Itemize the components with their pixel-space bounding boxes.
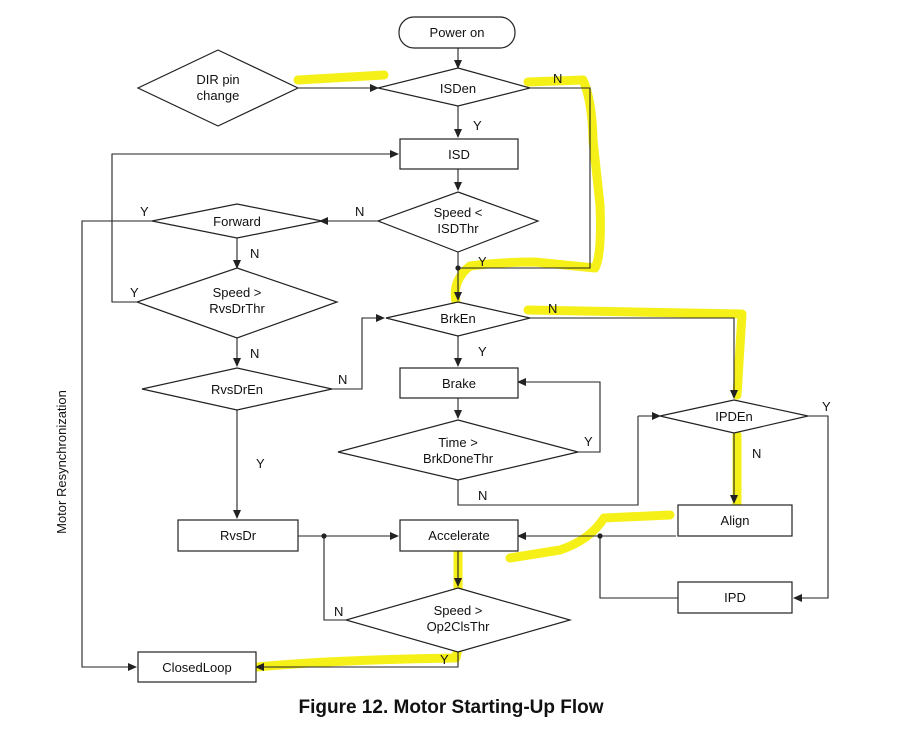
speed-op2clsthr-label-2: Op2ClsThr [427,619,491,634]
rvsdr-process: RvsDr [177,519,299,552]
align-process: Align [677,504,793,537]
closedloop-process: ClosedLoop [137,651,257,683]
speed-isdthr-label-1: Speed < [434,205,483,220]
speed-isdthr-n-label: N [355,204,364,219]
brken-n-label: N [548,301,557,316]
ipden-n-label: N [752,446,761,461]
isden-decision: ISDen [377,67,533,107]
op2cls-y-label: Y [440,652,449,667]
brake-process: Brake [399,367,519,399]
rvsdren-y-label: Y [256,456,265,471]
brake-label: Brake [442,376,476,391]
ipden-decision: IPDEn [659,399,809,434]
isden-label: ISDen [440,81,476,96]
forward-decision: Forward [151,203,323,239]
isd-label: ISD [448,147,470,162]
speed-op2clsthr-label-1: Speed > [434,603,483,618]
speed-rvsdrthr-label-2: RvsDrThr [209,301,265,316]
time-brkdonethr-label-2: BrkDoneThr [423,451,494,466]
rvsdren-decision: RvsDrEn [141,367,333,411]
brkdone-n-label: N [478,488,487,503]
op2cls-n-label: N [334,604,343,619]
dir-pin-change-decision: DIR pin change [136,49,300,127]
speed-op2clsthr-decision: Speed > Op2ClsThr [343,587,573,653]
speed-isdthr-decision: Speed < ISDThr [376,191,540,253]
closedloop-label: ClosedLoop [162,660,231,675]
rvsdren-label: RvsDrEn [211,382,263,397]
brken-y-label: Y [478,344,487,359]
ipden-label: IPDEn [715,409,753,424]
rvsdrthr-n-label: N [250,346,259,361]
rvsdr-label: RvsDr [220,528,257,543]
brken-decision: BrkEn [385,301,531,337]
power-on-node: Power on [398,16,516,49]
figure-caption: Figure 12. Motor Starting-Up Flow [298,697,604,718]
power-on-label: Power on [430,25,485,40]
forward-n-label: N [250,246,259,261]
align-label: Align [721,513,750,528]
rvsdren-n-label: N [338,372,347,387]
time-brkdonethr-label-1: Time > [438,435,478,450]
forward-y-label: Y [140,204,149,219]
rvsdrthr-y-label: Y [130,285,139,300]
speed-rvsdrthr-decision: Speed > RvsDrThr [135,267,339,339]
isden-n-label: N [553,71,562,86]
dir-pin-change-label-1: DIR pin [196,72,239,87]
accelerate-process: Accelerate [399,519,519,552]
speed-isdthr-label-2: ISDThr [437,221,479,236]
brkdone-y-label: Y [584,434,593,449]
flow-edges [81,48,829,671]
accelerate-label: Accelerate [428,528,489,543]
forward-label: Forward [213,214,261,229]
isd-process: ISD [399,138,519,170]
ipd-process: IPD [677,581,793,614]
dir-pin-change-label-2: change [197,88,240,103]
speed-rvsdrthr-label-1: Speed > [213,285,262,300]
time-brkdonethr-decision: Time > BrkDoneThr [337,419,579,481]
isden-y-label: Y [473,118,482,133]
ipd-label: IPD [724,590,746,605]
motor-resynchronization-label: Motor Resynchronization [54,390,69,534]
brken-label: BrkEn [440,311,475,326]
speed-isdthr-y-label: Y [478,254,487,269]
ipden-y-label: Y [822,399,831,414]
